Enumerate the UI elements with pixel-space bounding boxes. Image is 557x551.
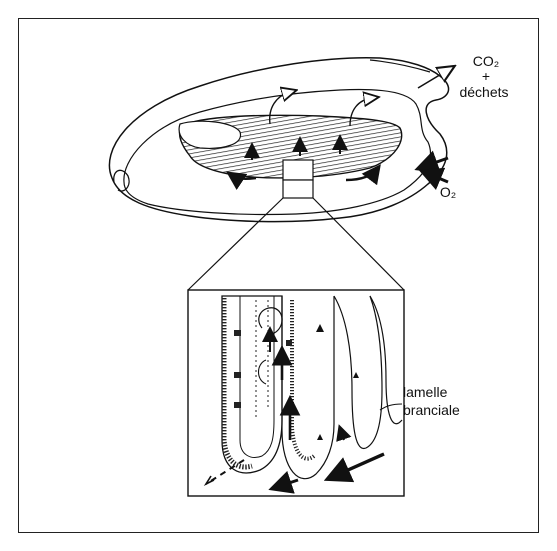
inflow-arrow [424, 172, 448, 182]
cell-marker [234, 402, 241, 408]
lamelle-label: lamelle [403, 384, 493, 401]
zoom-connector [188, 180, 404, 290]
gill-sample-box [283, 160, 313, 180]
plus-label: + [462, 68, 510, 85]
dechets-label: déchets [436, 84, 532, 101]
lamellae-detail [188, 290, 404, 496]
mollusc-body [109, 58, 448, 222]
o2-label: O₂ [428, 184, 468, 201]
cell-marker [234, 330, 241, 336]
detail-box [188, 290, 404, 496]
cell-marker [234, 372, 241, 378]
shell-beak [114, 170, 129, 191]
cell-marker [286, 340, 292, 346]
foot-lobe [179, 121, 240, 148]
branciale-label: branciale [403, 402, 493, 419]
zoom-line-right [313, 198, 404, 290]
zoom-stem [283, 180, 313, 198]
